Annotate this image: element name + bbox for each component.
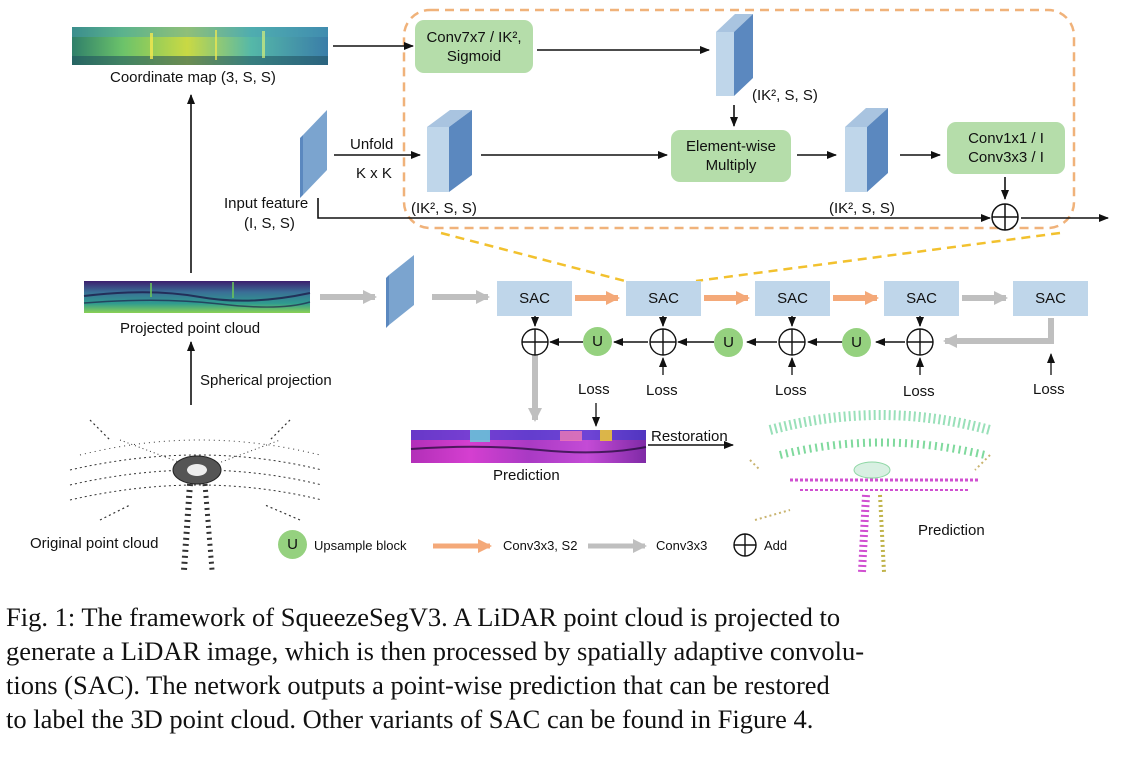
original-point-cloud-image [69, 419, 323, 571]
prediction-image [410, 430, 647, 463]
add-symbol-4 [906, 328, 934, 356]
loss-label-4: Loss [903, 383, 935, 400]
caption-line: generate a LiDAR image, which is then pr… [6, 636, 865, 666]
upsample-letter: U [851, 334, 862, 351]
legend-upsample-label: Upsample block [314, 538, 407, 553]
sac-block-3: SAC [755, 281, 830, 316]
unfold-label: Unfold [350, 136, 394, 153]
feature-block-input [300, 110, 327, 198]
loss-label-5: Loss [1033, 381, 1065, 398]
feature-block-unfolded [427, 110, 472, 192]
add-symbol-2 [649, 328, 677, 356]
upsample-letter: U [287, 536, 298, 553]
coordinate-map-label: Coordinate map (3, S, S) [110, 69, 276, 86]
conv7-sigmoid-box: Conv7x7 / IK², Sigmoid [415, 20, 533, 73]
arrow-sac5-down [943, 318, 1054, 348]
zoom-line-right [695, 231, 1061, 283]
prediction-3d-image [749, 410, 992, 573]
upsample-block-2: U [714, 328, 743, 357]
framework-figure: Conv7x7 / IK², Sigmoid Element-wise Mult… [30, 8, 1109, 573]
loss-label-3: Loss [775, 382, 807, 399]
restoration-label: Restoration [651, 428, 728, 445]
conv-out-box: Conv1x1 / I Conv3x3 / I [947, 122, 1065, 174]
unfold-kernel-label: K x K [356, 165, 392, 182]
feature-block-top [716, 14, 753, 96]
upsample-block-1: U [583, 327, 612, 356]
product-dims: (IK², S, S) [829, 200, 895, 217]
conv7-sigmoid-label: Conv7x7 / IK², Sigmoid [426, 28, 522, 65]
caption-line: to label the 3D point cloud. Other varia… [6, 704, 814, 734]
prediction-label: Prediction [493, 467, 560, 484]
sac-detail-outline [402, 8, 1076, 230]
input-feature-label: Input feature [224, 195, 309, 212]
top-feature-dims: (IK², S, S) [752, 87, 818, 104]
caption-line: Fig. 1: The framework of SqueezeSegV3. A… [6, 602, 841, 632]
sac-block-4: SAC [884, 281, 959, 316]
input-feature-dims: (I, S, S) [244, 215, 295, 232]
element-wise-multiply-box: Element-wise Multiply [671, 130, 791, 182]
add-symbol-1 [521, 328, 549, 356]
caption-line: tions (SAC). The network outputs a point… [6, 670, 830, 700]
upsample-letter: U [592, 333, 603, 350]
element-wise-multiply-label: Element-wise Multiply [685, 138, 777, 174]
figure-graphics [69, 8, 1109, 573]
sac-block-label: SAC [777, 290, 808, 307]
upsample-letter: U [723, 334, 734, 351]
add-symbol-detail [991, 203, 1019, 231]
sac-block-label: SAC [906, 290, 937, 307]
loss-label-1: Loss [578, 381, 610, 398]
coordinate-map-image [72, 27, 328, 65]
upsample-block-3: U [842, 328, 871, 357]
sac-block-1: SAC [497, 281, 572, 316]
zoom-line-left [440, 231, 626, 283]
sac-block-label: SAC [519, 290, 550, 307]
sac-block-2: SAC [626, 281, 701, 316]
loss-label-2: Loss [646, 382, 678, 399]
sac-block-5: SAC [1013, 281, 1088, 316]
prediction-3d-label: Prediction [918, 522, 985, 539]
feature-block-lower [386, 255, 414, 328]
legend-add-label: Add [764, 538, 788, 553]
sac-block-label: SAC [1035, 290, 1066, 307]
projected-point-cloud-label: Projected point cloud [120, 320, 261, 337]
legend-upsample-icon: U [278, 530, 307, 559]
legend-add-icon [733, 533, 757, 557]
legend-conv-label: Conv3x3 [656, 538, 708, 553]
arrow-residual [317, 198, 991, 222]
sac-block-label: SAC [648, 290, 679, 307]
original-point-cloud-label: Original point cloud [30, 535, 159, 552]
feature-block-product [845, 108, 888, 192]
legend-conv-s2-label: Conv3x3, S2 [503, 538, 578, 553]
unfolded-dims: (IK², S, S) [411, 200, 477, 217]
add-symbol-3 [778, 328, 806, 356]
spherical-projection-label: Spherical projection [200, 372, 332, 389]
conv-out-label: Conv1x1 / I Conv3x3 / I [968, 130, 1044, 166]
figure-caption: Fig. 1: The framework of SqueezeSegV3. A… [6, 600, 1134, 736]
projected-point-cloud-image [83, 281, 311, 313]
